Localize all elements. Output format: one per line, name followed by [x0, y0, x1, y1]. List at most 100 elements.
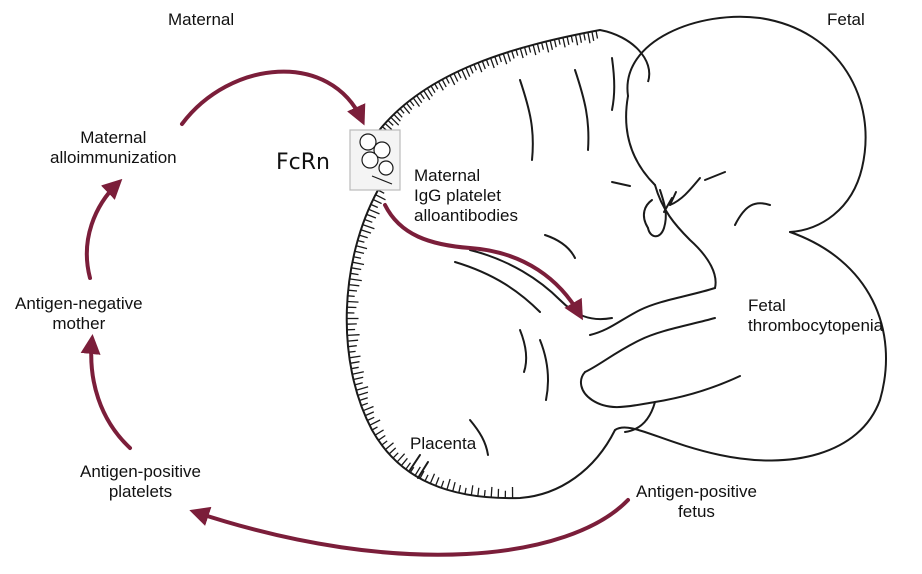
- villus-stroke: [358, 392, 368, 395]
- villus-stroke: [359, 235, 368, 238]
- villus-stroke: [499, 55, 501, 62]
- villus-stroke: [363, 225, 375, 229]
- villus-stroke: [450, 75, 455, 85]
- villus-stroke: [378, 436, 385, 441]
- villus-stroke: [371, 204, 378, 207]
- fcrn-label: FcRn: [276, 150, 330, 175]
- placental-villi: [347, 30, 600, 498]
- villus-stroke: [363, 407, 373, 411]
- villus-stroke: [571, 36, 572, 43]
- villus-stroke: [350, 273, 358, 274]
- villus-stroke: [567, 37, 569, 45]
- villus-stroke: [596, 31, 598, 39]
- villus-stroke: [367, 417, 374, 420]
- villus-stroke: [447, 479, 450, 490]
- villus-stroke: [430, 474, 434, 484]
- villus-stroke: [393, 453, 398, 458]
- villus-stroke: [348, 340, 359, 341]
- villus-stroke: [495, 57, 498, 66]
- arrow-mother-to-alloimmunization: [87, 183, 118, 278]
- villus-stroke: [407, 103, 412, 110]
- villus-stroke: [355, 383, 363, 385]
- villus-stroke: [529, 46, 531, 53]
- villus-stroke: [348, 296, 355, 297]
- villus-stroke: [365, 220, 373, 223]
- villus-stroke: [441, 481, 443, 488]
- villus-stroke: [453, 482, 455, 491]
- villus-stroke: [410, 101, 414, 106]
- villus-stroke: [369, 209, 380, 214]
- villus-stroke: [385, 123, 392, 129]
- fetus-face-outline: [626, 96, 655, 185]
- villus-stroke: [347, 335, 359, 336]
- villus-stroke: [478, 63, 482, 72]
- villus-stroke: [508, 52, 511, 61]
- villus-stroke: [470, 66, 473, 73]
- villus-stroke: [359, 398, 367, 401]
- villus-stroke: [442, 79, 446, 87]
- villus-stroke: [466, 68, 470, 77]
- villus-stroke: [373, 200, 382, 204]
- fetus-arm-detail: [705, 172, 770, 225]
- villus-stroke: [356, 246, 367, 249]
- villus-stroke: [465, 488, 466, 494]
- positive-platelets-label: Antigen-positive platelets: [80, 462, 201, 502]
- fetus-leg-lower: [585, 318, 715, 372]
- villus-stroke: [554, 40, 556, 48]
- villus-stroke: [584, 33, 585, 40]
- fetus-leg-upper: [590, 288, 715, 335]
- villus-stroke: [388, 120, 393, 125]
- arrow-alloimmunization-to-fcrn: [182, 72, 362, 124]
- villus-stroke: [425, 475, 428, 481]
- fetus-back-outline: [615, 232, 886, 460]
- maternal-header: Maternal: [168, 10, 234, 30]
- villus-stroke: [351, 268, 361, 270]
- villus-stroke: [580, 34, 582, 43]
- fetal-header: Fetal: [827, 10, 865, 30]
- villus-stroke: [462, 70, 467, 80]
- villus-stroke: [592, 32, 594, 41]
- villus-stroke: [420, 93, 424, 99]
- villus-stroke: [361, 403, 368, 405]
- villus-stroke: [484, 490, 485, 497]
- villus-stroke: [370, 420, 381, 425]
- villus-stroke: [474, 64, 476, 70]
- arrow-fetus-to-platelets: [195, 500, 628, 555]
- villus-stroke: [520, 48, 523, 58]
- villus-stroke: [550, 41, 552, 50]
- antibodies-label: Maternal IgG platelet alloantibodies: [414, 166, 518, 226]
- villus-stroke: [431, 86, 435, 93]
- villus-stroke: [389, 448, 396, 454]
- villus-stroke: [349, 285, 360, 286]
- villus-stroke: [400, 109, 404, 114]
- villus-stroke: [482, 61, 485, 69]
- villus-stroke: [394, 114, 401, 121]
- villus-stroke: [397, 111, 402, 117]
- villus-stroke: [361, 230, 371, 233]
- villus-stroke: [354, 377, 364, 379]
- villus-stroke: [355, 251, 364, 253]
- villus-stroke: [478, 488, 479, 496]
- villus-stroke: [354, 257, 362, 259]
- villus-stroke: [458, 72, 461, 79]
- fetus-foot: [581, 372, 740, 407]
- villus-stroke: [367, 214, 376, 218]
- villus-stroke: [349, 351, 356, 352]
- thrombocytopenia-label: Fetal thrombocytopenia: [748, 296, 883, 336]
- arrow-platelets-to-mother: [91, 340, 130, 448]
- villus-stroke: [546, 42, 549, 53]
- villus-stroke: [516, 50, 518, 56]
- villus-stroke: [349, 356, 360, 358]
- villus-stroke: [438, 82, 443, 91]
- villus-stroke: [427, 88, 432, 96]
- villus-stroke: [435, 84, 438, 90]
- villus-stroke: [347, 302, 358, 303]
- villus-stroke: [537, 44, 539, 53]
- villus-stroke: [512, 51, 514, 59]
- villus-stroke: [503, 54, 507, 65]
- villus-stroke: [486, 60, 488, 66]
- villus-stroke: [491, 487, 492, 498]
- villus-stroke: [385, 443, 393, 450]
- villus-stroke: [350, 279, 362, 281]
- villus-stroke: [471, 485, 473, 495]
